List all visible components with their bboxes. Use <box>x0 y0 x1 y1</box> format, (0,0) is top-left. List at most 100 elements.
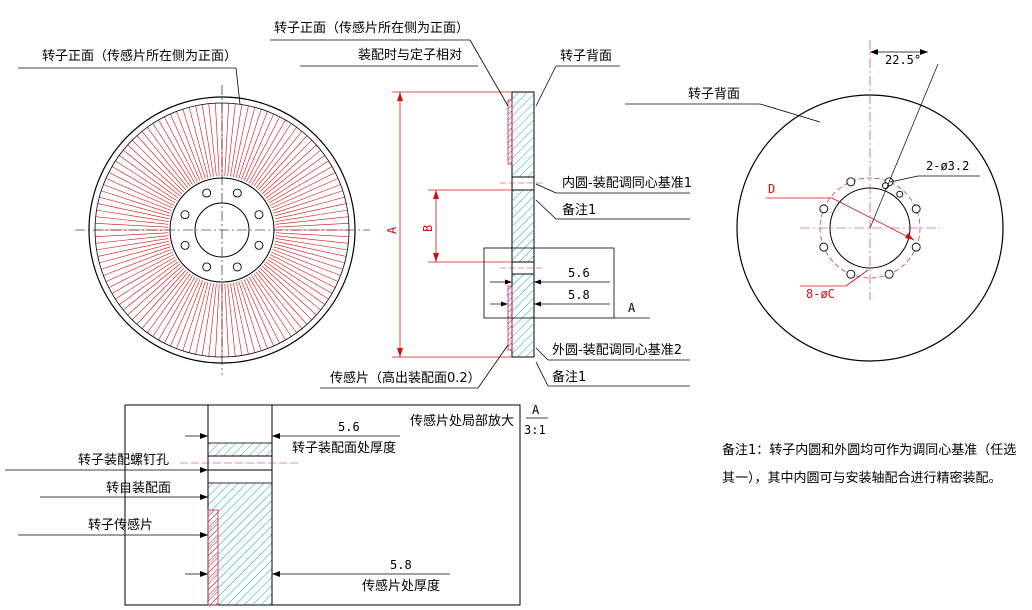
sensor-radial-line <box>235 107 256 178</box>
sensor-radial-line <box>105 251 173 282</box>
detail-view: 传感片处局部放大 A 3:1 5.6 转子装配面处厚度 5.8 传感片处厚度 转… <box>5 403 548 606</box>
sensor-radial-line <box>263 149 321 197</box>
sensor-radial-line <box>215 283 220 357</box>
sensor-radial-line <box>248 276 286 341</box>
sensor-radial-line <box>208 283 217 357</box>
sensor-radial-lines <box>95 103 349 357</box>
front-bolt-hole <box>202 262 212 272</box>
label-sensor-sheet: 传感片（高出装配面0.2） <box>330 370 481 386</box>
detail-ref-letter: A <box>628 301 636 315</box>
sensor-radial-line <box>170 113 201 181</box>
sensor-radial-line <box>267 259 329 300</box>
sensor-radial-line <box>119 155 179 199</box>
label-assembly-face: 装配时与定子相对 <box>358 48 462 63</box>
sensor-radial-line <box>99 243 170 264</box>
detail-rotor-body <box>207 482 273 606</box>
sensor-radial-line <box>115 160 177 201</box>
label-self-face: 转自装配面 <box>106 481 171 496</box>
sensor-radial-line <box>241 111 268 180</box>
detail-5-8-caption: 传感片处厚度 <box>362 578 440 594</box>
sensor-radial-line <box>274 240 347 257</box>
sensor-radial-line <box>208 103 217 177</box>
sensor-radial-line <box>253 127 297 187</box>
dim-a-label: A <box>385 226 399 234</box>
detail-frame <box>124 404 521 606</box>
holes-2-label: 2-ø3.2 <box>926 159 969 173</box>
sensor-radial-line <box>101 190 171 214</box>
back-bolt-hole <box>819 242 829 252</box>
back-bolt-holes <box>819 177 921 279</box>
sensor-radial-line <box>227 283 236 357</box>
remark-note: 备注1：转子内圆和外圆均可作为调同心基准（任选其一），其中内圆可与安装轴配合进行… <box>722 443 1017 486</box>
sensor-radial-line <box>274 243 345 264</box>
sensor-radial-line <box>201 104 214 177</box>
sensor-radial-line <box>275 223 349 228</box>
sensor-radial-line <box>265 261 325 305</box>
label-front-left: 转子正面（传感片所在侧为正面） <box>42 48 237 64</box>
sensor-radial-line <box>275 235 349 244</box>
sensor-radial-line <box>127 265 183 316</box>
sensor-radial-line <box>246 116 280 183</box>
label-back-right: 转子背面 <box>688 87 740 102</box>
dim-5-6: 5.6 <box>568 266 590 280</box>
sensor-radial-line <box>224 103 229 177</box>
back-view: 22.5° D 8-øC 2-ø3.2 转子背面 <box>625 40 1004 362</box>
sensor-radial-line <box>103 249 172 276</box>
label-rotor-sensor: 转子传感片 <box>88 517 153 533</box>
sensor-radial-line <box>147 127 191 187</box>
sensor-radial-line <box>272 249 341 276</box>
sensor-radial-line <box>275 209 348 222</box>
label-front-top: 转子正面（传感片所在侧为正面） <box>274 20 469 36</box>
sensor-radial-line <box>271 178 339 209</box>
sensor-radial-line <box>97 203 170 220</box>
sensor-radial-line <box>188 282 209 353</box>
sensor-radial-line <box>123 263 181 311</box>
sensor-radial-line <box>136 135 187 191</box>
sensor-radial-line <box>238 109 262 179</box>
sensor-radial-line <box>227 103 236 177</box>
label-back-mid: 转子背面 <box>560 49 612 64</box>
sensor-radial-line <box>195 105 212 178</box>
sensor-radial-line <box>267 160 329 201</box>
sensor-radial-line <box>147 273 191 333</box>
sensor-radial-line <box>261 265 317 316</box>
label-note1-b: 备注1 <box>552 369 586 385</box>
front-view: 转子正面（传感片所在侧为正面） <box>18 48 370 375</box>
back-bolt-hole <box>846 177 856 187</box>
sensor-radial-line <box>95 223 169 228</box>
sensor-radial-line <box>188 107 209 178</box>
sensor-radial-line <box>230 104 243 177</box>
detail-scale: 3:1 <box>524 423 546 437</box>
sensor-radial-line <box>164 116 198 183</box>
dim-d-label: D <box>768 182 775 196</box>
sensor-radial-line <box>235 282 256 353</box>
front-bolt-hole <box>202 188 212 198</box>
back-bolt-hole <box>884 269 894 279</box>
sensor-radial-line <box>164 277 198 344</box>
sensor-radial-line <box>248 119 286 184</box>
sensor-radial-line <box>111 166 176 204</box>
sensor-radial-line <box>141 271 189 329</box>
sensor-radial-line <box>253 273 297 333</box>
detail-dim-5-8: 5.8 <box>390 558 412 572</box>
sensor-radial-line <box>224 283 229 357</box>
detail-5-6-caption: 转子装配面处厚度 <box>292 440 396 456</box>
sensor-radial-line <box>182 109 206 179</box>
sensor-radial-line <box>123 149 181 197</box>
front-bolt-hole <box>254 240 264 250</box>
sensor-radial-line <box>274 196 345 217</box>
angle-label: 22.5° <box>885 53 921 67</box>
sensor-radial-line <box>275 238 348 251</box>
sensor-radial-line <box>101 246 171 270</box>
sensor-radial-line <box>152 123 193 185</box>
sensor-sheet-upper <box>507 99 513 165</box>
back-bolt-hole <box>911 242 921 252</box>
sensor-radial-line <box>195 282 212 355</box>
sensor-radial-line <box>152 275 193 337</box>
sensor-radial-line <box>269 172 336 206</box>
back-bolt-hole <box>846 269 856 279</box>
label-screw-hole: 转子装配螺钉孔 <box>78 453 169 468</box>
sensor-radial-line <box>251 275 292 337</box>
sensor-radial-line <box>269 254 336 288</box>
sensor-radial-line <box>97 240 170 257</box>
